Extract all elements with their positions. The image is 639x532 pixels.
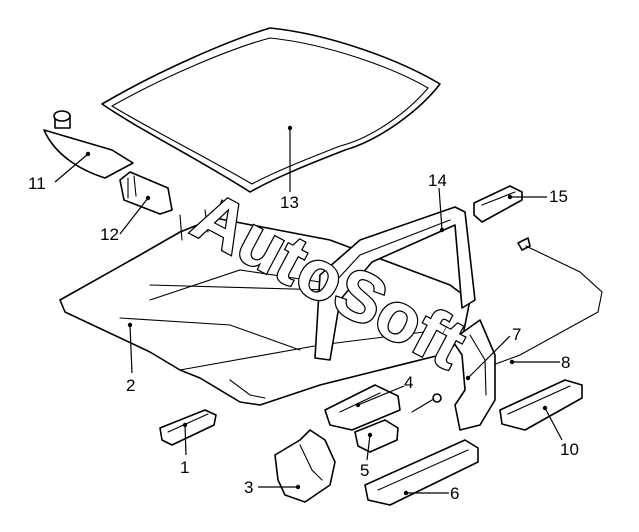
leader-lines (54, 125, 563, 496)
callout-7: 7 (512, 325, 521, 344)
callout-1: 1 (180, 458, 189, 477)
callout-6: 6 (450, 484, 459, 503)
callout-2: 2 (126, 376, 135, 395)
callout-11: 11 (28, 174, 46, 193)
part-interior-mirror (119, 171, 173, 215)
callout-10: 10 (560, 440, 579, 459)
part-c-pillar-trim (451, 319, 496, 431)
part-bracket (324, 384, 401, 431)
part-sill-trim-right (499, 379, 583, 431)
callout-15: 15 (549, 187, 568, 206)
part-pillar-trim (314, 206, 476, 361)
callout-13: 13 (280, 193, 299, 212)
callout-4: 4 (404, 373, 413, 392)
callout-8: 8 (561, 353, 570, 372)
callout-14: 14 (428, 171, 447, 190)
callout-labels: 1 2 3 4 5 6 7 8 10 11 12 13 14 15 (28, 171, 579, 503)
part-small-trim (473, 185, 523, 223)
part-seat-belt (489, 237, 603, 367)
callout-5: 5 (360, 461, 369, 480)
part-sill-trim-front (364, 439, 479, 506)
callout-3: 3 (244, 478, 253, 497)
part-sun-visor (43, 110, 134, 179)
part-sill-trim-left (159, 409, 217, 446)
callout-12: 12 (100, 225, 119, 244)
part-headliner-roof (101, 27, 441, 193)
part-clip (354, 393, 442, 453)
part-kick-panel (274, 429, 336, 503)
